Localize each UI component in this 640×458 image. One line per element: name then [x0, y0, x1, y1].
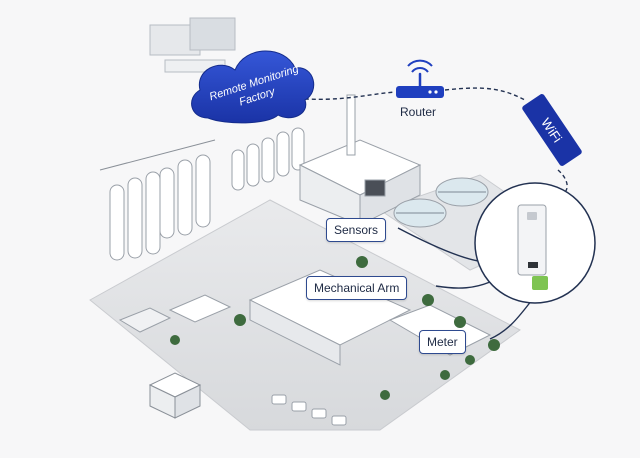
silo-cluster-center [231, 127, 305, 191]
cloud-icon: Remote Monitoring Factory [191, 50, 315, 124]
guard-house [148, 372, 202, 419]
meter-label: Meter [419, 330, 466, 354]
mechanical-arm-label: Mechanical Arm [306, 276, 408, 300]
main-building [298, 94, 422, 226]
remote-office-illustration [149, 17, 236, 73]
treatment-tanks [393, 177, 489, 228]
silo-cluster-left [99, 139, 216, 261]
sensors-label: Sensors [326, 218, 387, 242]
trucks [271, 394, 347, 426]
router-label: Router [400, 105, 437, 119]
router-icon [396, 59, 444, 98]
trees [170, 256, 500, 400]
iot-module-icon [474, 182, 596, 304]
wifi-badge: WiFi [522, 94, 582, 166]
